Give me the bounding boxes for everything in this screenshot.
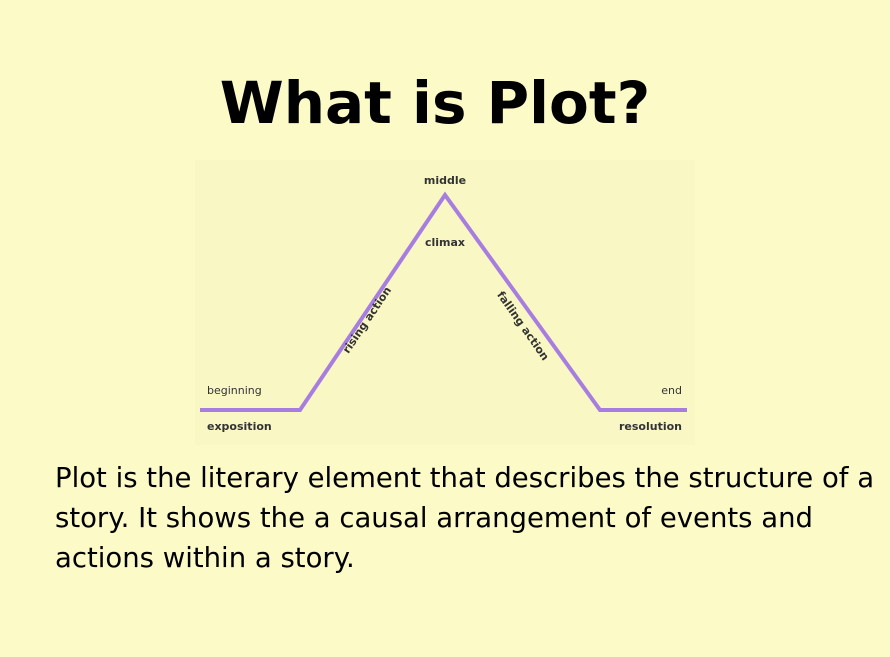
plot-diagram-svg: middle climax rising action falling acti… (195, 160, 695, 445)
plot-diagram: middle climax rising action falling acti… (195, 160, 695, 445)
label-climax: climax (425, 236, 465, 249)
label-beginning: beginning (207, 384, 262, 397)
diagram-background (195, 160, 695, 445)
plot-line (200, 191, 687, 412)
plot-description: Plot is the literary element that descri… (55, 462, 875, 574)
label-middle: middle (424, 174, 466, 187)
label-end: end (661, 384, 682, 397)
label-resolution: resolution (619, 420, 682, 433)
slide-title: What is Plot? (219, 69, 651, 137)
label-exposition: exposition (207, 420, 272, 433)
